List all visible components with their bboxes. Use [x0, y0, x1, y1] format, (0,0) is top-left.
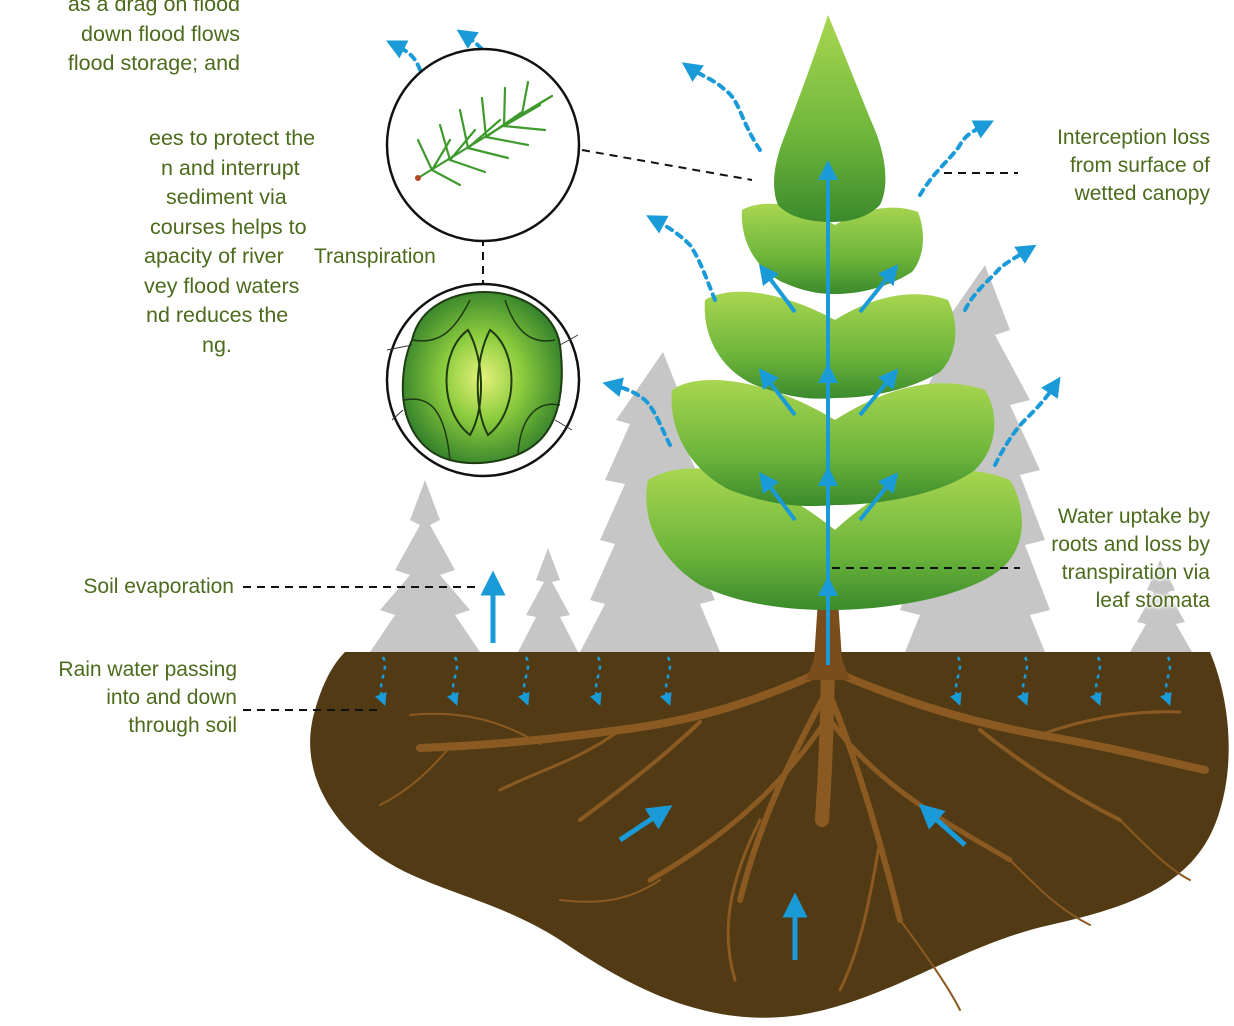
stomata-detail [387, 284, 579, 476]
interception-line: from surface of [1057, 152, 1210, 180]
intro-line: sediment via [166, 183, 243, 213]
interception-label: Interception loss from surface of wetted… [1057, 124, 1210, 208]
soil-evaporation-label: Soil evaporation [83, 573, 234, 601]
water-uptake-line: Water uptake by [1051, 503, 1210, 531]
intro-line: down flood flows [0, 20, 240, 50]
bg-tree-small [518, 548, 578, 652]
intro-line: vey flood waters [144, 272, 243, 302]
intro-line: n and interrupt [161, 154, 243, 184]
interception-line: wetted canopy [1057, 180, 1210, 208]
water-uptake-line: roots and loss by [1051, 531, 1210, 559]
water-uptake-label: Water uptake by roots and loss by transp… [1051, 503, 1210, 615]
soil-ground [310, 652, 1229, 1018]
intro-paragraph-2: ees to protect the n and interrupt sedim… [3, 124, 243, 360]
intro-line: flood storage; and [0, 49, 240, 79]
intro-line: ng. [202, 331, 243, 361]
intro-line: courses helps to [150, 213, 243, 243]
rain-water-line: Rain water passing [58, 656, 237, 684]
intro-paragraph-1: as a drag on flood down flood flows floo… [0, 0, 240, 79]
pine-needle-detail [387, 49, 579, 241]
rain-water-line: into and down [58, 684, 237, 712]
intro-line: nd reduces the [146, 301, 243, 331]
rain-water-line: through soil [58, 712, 237, 740]
water-uptake-line: transpiration via [1051, 559, 1210, 587]
rain-water-label: Rain water passing into and down through… [58, 656, 237, 740]
intro-line: apacity of river [144, 242, 243, 272]
intro-line: as a drag on flood [0, 0, 240, 20]
intro-line: ees to protect the [149, 124, 243, 154]
interception-line: Interception loss [1057, 124, 1210, 152]
transpiration-label: Transpiration [314, 243, 436, 271]
bg-tree-left [370, 480, 480, 652]
water-uptake-line: leaf stomata [1051, 587, 1210, 615]
